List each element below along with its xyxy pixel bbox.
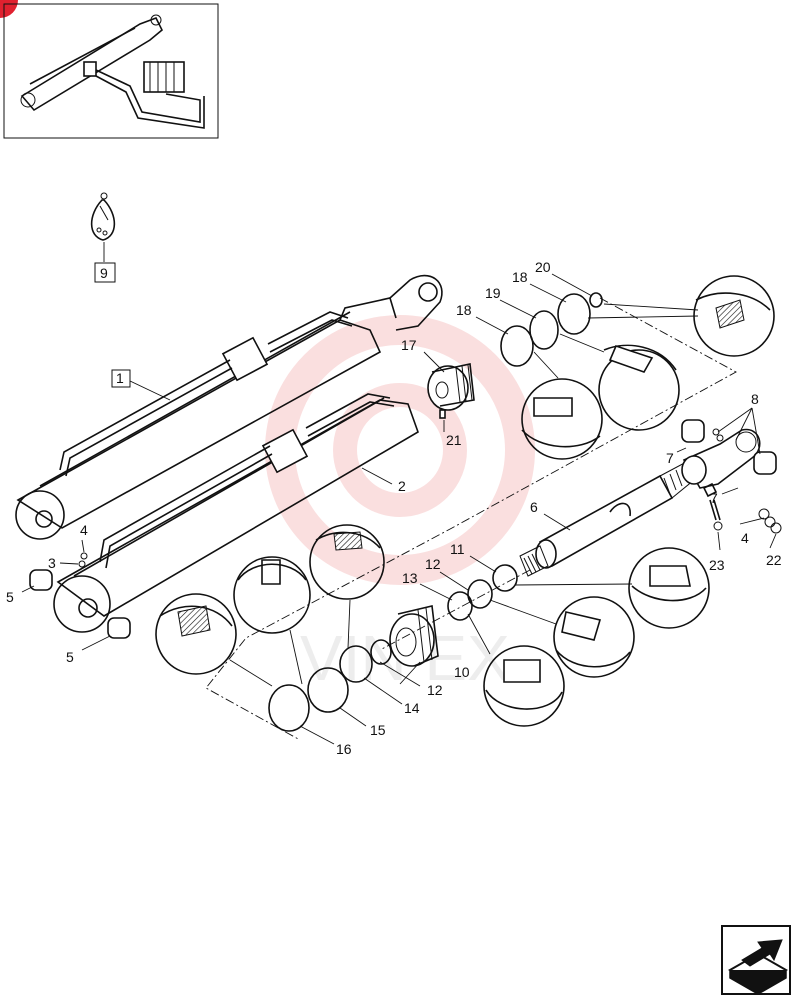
piston-rod <box>519 459 695 577</box>
item-labels: 1 2 3 4 4 5 5 6 7 7 8 9 10 11 12 12 13 1… <box>6 259 782 757</box>
label-17: 17 <box>401 337 417 353</box>
label-18a: 18 <box>456 302 472 318</box>
next-page-arrow-icon[interactable] <box>721 925 791 995</box>
label-14: 14 <box>404 700 420 716</box>
label-12a: 12 <box>425 556 441 572</box>
cylinder-lower <box>53 393 419 633</box>
label-12b: 12 <box>427 682 443 698</box>
label-10: 10 <box>454 664 470 680</box>
label-11: 11 <box>450 541 465 557</box>
label-19: 19 <box>485 285 501 301</box>
seal-rings-upper <box>500 292 603 367</box>
label-4b: 4 <box>741 530 749 546</box>
leader-lines <box>21 273 777 745</box>
label-15: 15 <box>370 722 386 738</box>
red-corner-badge <box>0 0 18 18</box>
grease-fitting <box>59 539 88 568</box>
cylinder-upper <box>15 274 443 540</box>
seal-kit-bag <box>90 192 116 283</box>
label-21: 21 <box>446 432 462 448</box>
label-1: 1 <box>116 370 124 386</box>
bush-parts <box>29 569 131 639</box>
label-20: 20 <box>535 259 551 275</box>
label-2: 2 <box>398 478 406 494</box>
label-5b: 5 <box>66 649 74 665</box>
rod-eye-assembly <box>681 419 782 534</box>
label-8: 8 <box>751 391 759 407</box>
gland-17 <box>427 363 475 419</box>
label-18b: 18 <box>512 269 528 285</box>
label-4a: 4 <box>80 522 88 538</box>
label-23: 23 <box>709 557 725 573</box>
label-6: 6 <box>530 499 538 515</box>
label-5a: 5 <box>6 589 14 605</box>
label-22: 22 <box>766 552 782 568</box>
inset-overview <box>3 3 219 139</box>
label-13: 13 <box>402 570 418 586</box>
seal-kit-frames <box>205 297 737 741</box>
label-9: 9 <box>100 265 108 281</box>
label-16: 16 <box>336 741 352 757</box>
label-3: 3 <box>48 555 56 571</box>
label-7b: 7 <box>710 490 718 506</box>
label-7a: 7 <box>666 450 674 466</box>
detail-callouts <box>155 275 775 727</box>
seal-rings-lower <box>268 564 518 732</box>
